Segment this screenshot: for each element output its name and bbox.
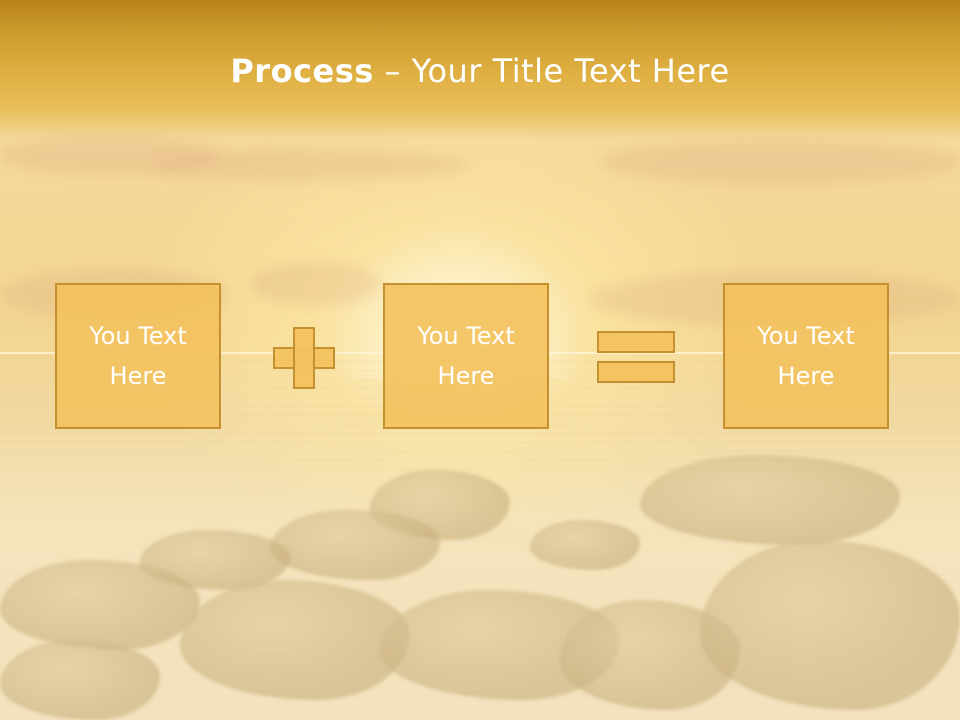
rock xyxy=(0,640,160,720)
box-line-2: Here xyxy=(109,362,167,390)
process-box-text: You Text Here xyxy=(396,316,536,396)
box-line-1: You Text xyxy=(417,322,515,350)
process-box-text: You Text Here xyxy=(736,316,876,396)
process-box-1[interactable]: You Text Here xyxy=(55,283,221,429)
rock xyxy=(640,455,900,545)
title-text: Your Title Text Here xyxy=(411,52,730,90)
box-line-2: Here xyxy=(437,362,495,390)
rock xyxy=(530,520,640,570)
box-line-2: Here xyxy=(777,362,835,390)
slide-title[interactable]: Process – Your Title Text Here xyxy=(0,52,960,90)
equals-icon xyxy=(597,331,675,383)
title-bar xyxy=(0,0,960,140)
process-box-text: You Text Here xyxy=(68,316,208,396)
cloud xyxy=(150,150,470,180)
process-box-3[interactable]: You Text Here xyxy=(723,283,889,429)
box-line-1: You Text xyxy=(89,322,187,350)
rock xyxy=(270,510,440,580)
rock xyxy=(0,560,200,650)
cloud xyxy=(600,140,960,184)
equals-bottom-bar xyxy=(597,361,675,383)
title-bold-text: Process xyxy=(230,52,374,90)
title-separator: – xyxy=(373,52,412,90)
process-box-2[interactable]: You Text Here xyxy=(383,283,549,429)
cloud xyxy=(250,262,380,306)
rock xyxy=(700,540,960,710)
rock xyxy=(180,580,410,700)
plus-icon xyxy=(273,327,335,389)
equals-top-bar xyxy=(597,331,675,353)
plus-center-fill xyxy=(295,349,313,367)
box-line-1: You Text xyxy=(757,322,855,350)
cloud xyxy=(0,135,220,175)
